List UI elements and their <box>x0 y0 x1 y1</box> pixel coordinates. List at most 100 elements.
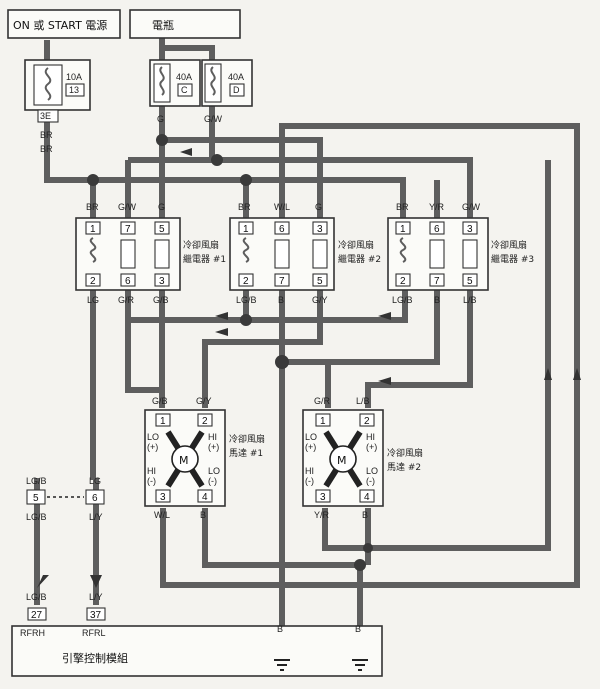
fuse-10a-rating: 10A <box>66 72 82 82</box>
engine-control-module: LG/B L/Y 27 37 RFRH RFRL 引擎控制模組 <box>11 592 383 677</box>
wire-label-gw-fuse: G/W <box>204 114 223 124</box>
battery-box: 電瓶 <box>129 9 241 39</box>
svg-text:2: 2 <box>243 276 249 287</box>
wire-harness <box>34 38 580 660</box>
flow-arrows <box>37 148 581 588</box>
svg-text:LO: LO <box>147 432 159 442</box>
svg-text:L/B: L/B <box>463 295 477 305</box>
relay-3-num: 繼電器 #3 <box>491 253 534 265</box>
svg-text:LO: LO <box>366 466 378 476</box>
relay-1: BR G/W G 1 7 5 2 6 3 冷卻風扇 繼電器 #1 LG G/R … <box>75 202 226 305</box>
connector-5-6: LG/B LG 5 6 LG/B L/Y <box>26 476 105 522</box>
svg-text:5: 5 <box>159 224 165 235</box>
svg-text:G/R: G/R <box>118 295 135 305</box>
fan-motor-2: G/R L/B 1 2 3 4 M LO (+) HI (+) HI (-) L… <box>302 396 423 520</box>
svg-text:G/W: G/W <box>118 202 137 212</box>
svg-text:B: B <box>200 510 206 520</box>
svg-text:7: 7 <box>279 276 285 287</box>
motor-1-name: 冷卻風扇 <box>229 433 265 445</box>
fuse-d-rating: 40A <box>228 72 244 82</box>
svg-text:4: 4 <box>202 492 208 503</box>
svg-text:6: 6 <box>125 276 131 287</box>
svg-text:LO: LO <box>208 466 220 476</box>
relay-2: BR W/L G 1 6 3 2 7 5 冷卻風扇 繼電器 #2 LG/B B … <box>229 202 381 305</box>
ign-power-label: ON 或 START 電源 <box>13 18 107 32</box>
fuse-10a-pin: 3E <box>40 111 51 121</box>
svg-text:5: 5 <box>33 493 39 504</box>
svg-text:1: 1 <box>400 224 406 235</box>
svg-text:(-): (-) <box>147 476 156 486</box>
svg-text:L/Y: L/Y <box>89 592 103 602</box>
wire-label-g-fuse: G <box>157 114 164 124</box>
fuse-10a: 10A 13 3E BR <box>24 59 91 140</box>
svg-text:2: 2 <box>400 276 406 287</box>
svg-text:LG/B: LG/B <box>26 476 47 486</box>
svg-text:5: 5 <box>317 276 323 287</box>
relay-3-name: 冷卻風扇 <box>491 239 527 251</box>
svg-text:5: 5 <box>467 276 473 287</box>
svg-text:(+): (+) <box>208 442 219 452</box>
motor-2-symbol: M <box>337 454 347 467</box>
fuse-c-rating: 40A <box>176 72 192 82</box>
svg-text:(+): (+) <box>366 442 377 452</box>
svg-text:LO: LO <box>305 432 317 442</box>
relay-3: BR Y/R G/W 1 6 3 2 7 5 冷卻風扇 繼電器 #3 LG/B … <box>387 202 534 305</box>
svg-text:W/L: W/L <box>274 202 290 212</box>
svg-text:G/W: G/W <box>462 202 481 212</box>
svg-text:Y/R: Y/R <box>429 202 445 212</box>
fuse-c-code: C <box>181 85 188 95</box>
svg-text:3: 3 <box>467 224 473 235</box>
svg-text:HI: HI <box>208 432 217 442</box>
svg-text:(+): (+) <box>147 442 158 452</box>
svg-text:(-): (-) <box>366 476 375 486</box>
svg-text:LG/B: LG/B <box>26 592 47 602</box>
svg-text:G: G <box>315 202 322 212</box>
svg-text:G/Y: G/Y <box>196 396 212 406</box>
svg-text:6: 6 <box>92 493 98 504</box>
ground-symbols: B B <box>274 624 368 671</box>
fuse-40a-d: 40A D G/W <box>201 59 253 124</box>
svg-text:B: B <box>355 624 361 634</box>
battery-label: 電瓶 <box>152 18 174 32</box>
svg-text:G/Y: G/Y <box>312 295 328 305</box>
svg-text:(-): (-) <box>305 476 314 486</box>
svg-text:6: 6 <box>434 224 440 235</box>
relay-1-name: 冷卻風扇 <box>183 239 219 251</box>
fuse-d-code: D <box>233 85 240 95</box>
svg-text:RFRH: RFRH <box>20 628 45 638</box>
svg-text:7: 7 <box>125 224 131 235</box>
svg-text:2: 2 <box>90 276 96 287</box>
svg-text:1: 1 <box>243 224 249 235</box>
svg-text:2: 2 <box>364 416 370 427</box>
svg-text:3: 3 <box>320 492 326 503</box>
svg-text:(+): (+) <box>305 442 316 452</box>
fan-motor-1: G/B G/Y 1 2 3 4 M LO (+) HI (+) HI (-) L… <box>144 396 265 520</box>
svg-text:BR: BR <box>396 202 409 212</box>
svg-text:27: 27 <box>31 610 43 621</box>
svg-text:1: 1 <box>160 416 166 427</box>
svg-text:HI: HI <box>305 466 314 476</box>
relay-2-name: 冷卻風扇 <box>338 239 374 251</box>
ground-icon <box>352 659 368 671</box>
svg-text:3: 3 <box>159 276 165 287</box>
svg-text:LG: LG <box>87 295 99 305</box>
motor-1-symbol: M <box>179 454 189 467</box>
svg-text:L/Y: L/Y <box>89 512 103 522</box>
ecm-name: 引擎控制模組 <box>62 651 128 665</box>
junction-dots <box>87 134 373 571</box>
svg-text:G: G <box>158 202 165 212</box>
svg-text:Y/R: Y/R <box>314 510 330 520</box>
svg-text:B: B <box>278 295 284 305</box>
relay-1-num: 繼電器 #1 <box>183 253 226 265</box>
motor-1-num: 馬達 #1 <box>229 447 263 459</box>
svg-text:(-): (-) <box>208 476 217 486</box>
svg-text:LG/B: LG/B <box>26 512 47 522</box>
svg-text:G/B: G/B <box>152 396 168 406</box>
motor-2-num: 馬達 #2 <box>387 461 421 473</box>
svg-text:W/L: W/L <box>154 510 170 520</box>
svg-text:B: B <box>434 295 440 305</box>
svg-text:4: 4 <box>364 492 370 503</box>
svg-text:G/R: G/R <box>314 396 331 406</box>
